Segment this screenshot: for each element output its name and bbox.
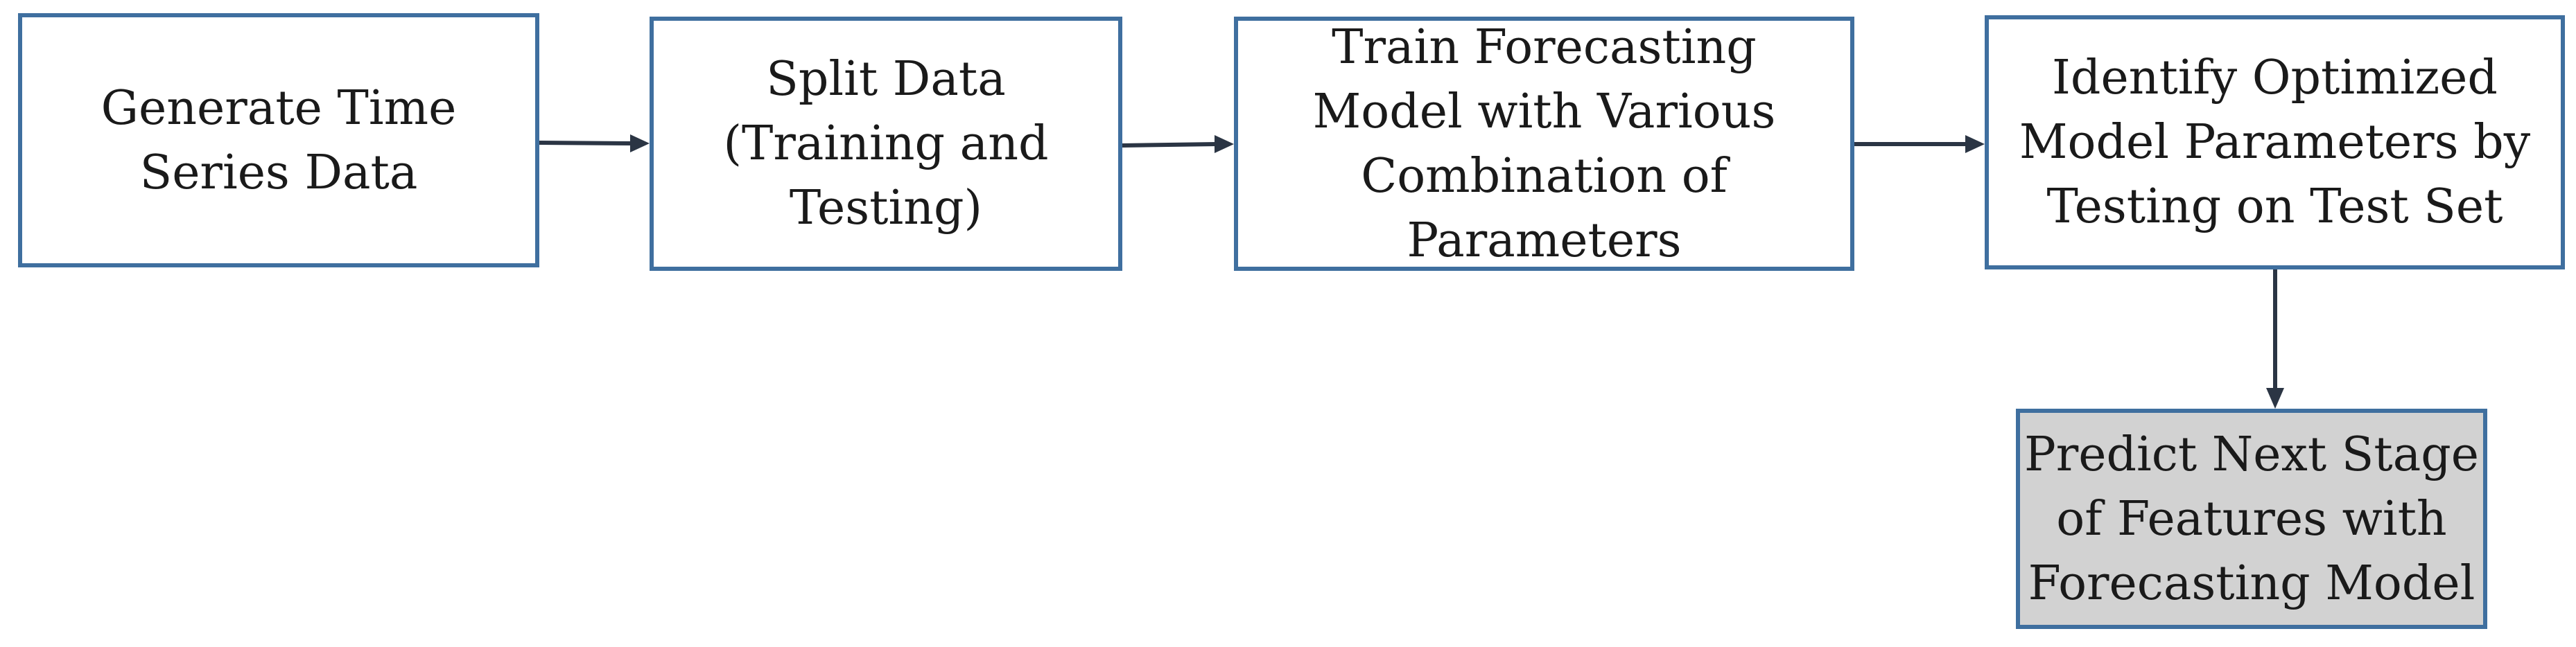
predict-next-stage-box: Predict Next Stage of Features with Fore… — [2016, 409, 2487, 629]
train-forecasting-model-label: Train Forecasting Model with Various Com… — [1312, 19, 1776, 268]
predict-next-stage-label: Predict Next Stage of Features with Fore… — [2024, 427, 2480, 611]
split-data-label: Split Data (Training and Testing) — [723, 52, 1049, 236]
generate-time-series-data-box: Generate Time Series Data — [18, 13, 539, 267]
arrow-identify-to-predict — [2266, 269, 2284, 409]
identify-optimized-parameters-label: Identify Optimized Model Parameters by T… — [2019, 51, 2531, 234]
generate-time-series-data-label: Generate Time Series Data — [101, 80, 457, 200]
arrow-split-to-train — [1122, 135, 1234, 153]
arrow-train-to-identify — [1854, 135, 1985, 153]
split-data-box: Split Data (Training and Testing) — [650, 17, 1122, 271]
arrow-generate-to-split — [539, 134, 650, 152]
train-forecasting-model-box: Train Forecasting Model with Various Com… — [1234, 17, 1854, 271]
identify-optimized-parameters-box: Identify Optimized Model Parameters by T… — [1985, 15, 2565, 269]
